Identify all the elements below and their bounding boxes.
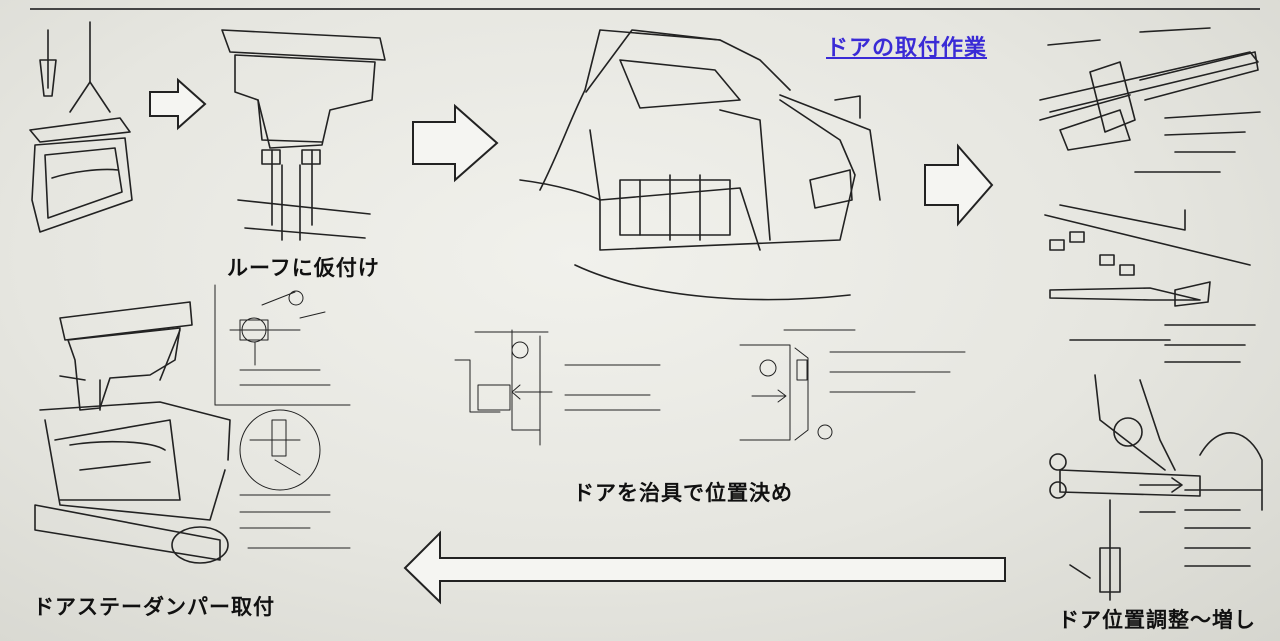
arrow-right-3: [924, 143, 994, 227]
sketch-damper-detail: [214, 284, 351, 549]
flow-arrows: [149, 77, 1006, 605]
caption-jig-positioning: ドアを治具で位置決め: [573, 481, 793, 505]
sketch-body-jig: [519, 29, 881, 301]
caption-roof-tack: ルーフに仮付け: [227, 256, 380, 280]
arrow-left-1: [403, 530, 1006, 605]
slide-title: ドアの取付作業: [826, 36, 988, 61]
sketch-door-hoist: [29, 21, 133, 233]
top-rule: [30, 8, 1260, 10]
caption-stay-damper: ドアステーダンパー取付: [33, 595, 275, 619]
arrow-right-1: [149, 77, 207, 131]
arrow-right-2: [412, 103, 499, 183]
sketch-stay-damper: [34, 301, 231, 564]
caption-position-adjust: ドア位置調整～増し: [1058, 608, 1256, 632]
sketch-roof-tack: [221, 29, 386, 241]
sketch-adjust-hinge: [1039, 27, 1261, 173]
sketch-adjust-hinge-2: [1044, 204, 1256, 363]
sketch-adjust-stay: [1049, 374, 1263, 601]
sketch-jig-details: [454, 329, 966, 446]
